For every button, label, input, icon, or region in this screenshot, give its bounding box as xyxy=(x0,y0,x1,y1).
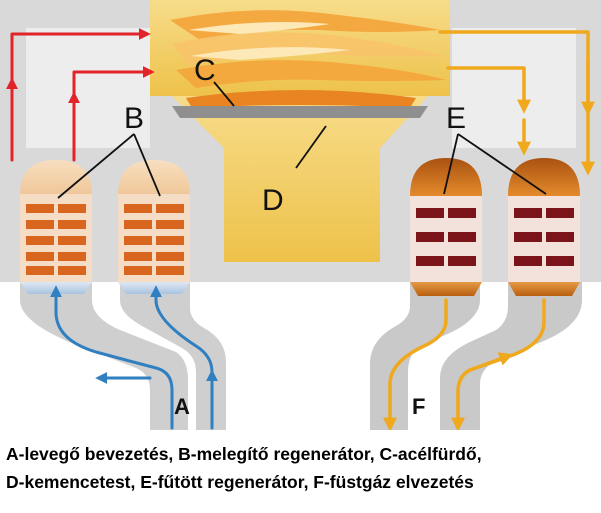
flue-gas-flow xyxy=(383,30,595,430)
cold-air-flow xyxy=(50,285,218,430)
caption-line-2: D-kemencetest, E-fűtött regenerátor, F-f… xyxy=(6,472,474,492)
open-hearth-furnace-diagram: B C D E A F xyxy=(0,0,601,430)
hearth-plate xyxy=(172,106,428,118)
regenerator-e-right xyxy=(508,158,580,296)
caption: A-levegő bevezetés, B-melegítő regenerát… xyxy=(6,440,596,496)
regenerator-b-right xyxy=(118,160,190,294)
label-c: C xyxy=(194,54,216,87)
label-a: A xyxy=(174,394,190,419)
label-b: B xyxy=(124,102,144,135)
hot-air-flow xyxy=(6,28,155,162)
caption-line-1: A-levegő bevezetés, B-melegítő regenerát… xyxy=(6,444,482,464)
steel-bath xyxy=(186,90,416,108)
regenerator-e-left xyxy=(410,158,482,296)
label-f: F xyxy=(412,394,425,419)
label-e: E xyxy=(446,102,466,135)
label-pointer-lines xyxy=(57,81,547,199)
label-d: D xyxy=(262,184,284,217)
regenerator-b-left xyxy=(20,160,92,294)
furnace-body xyxy=(150,0,450,262)
